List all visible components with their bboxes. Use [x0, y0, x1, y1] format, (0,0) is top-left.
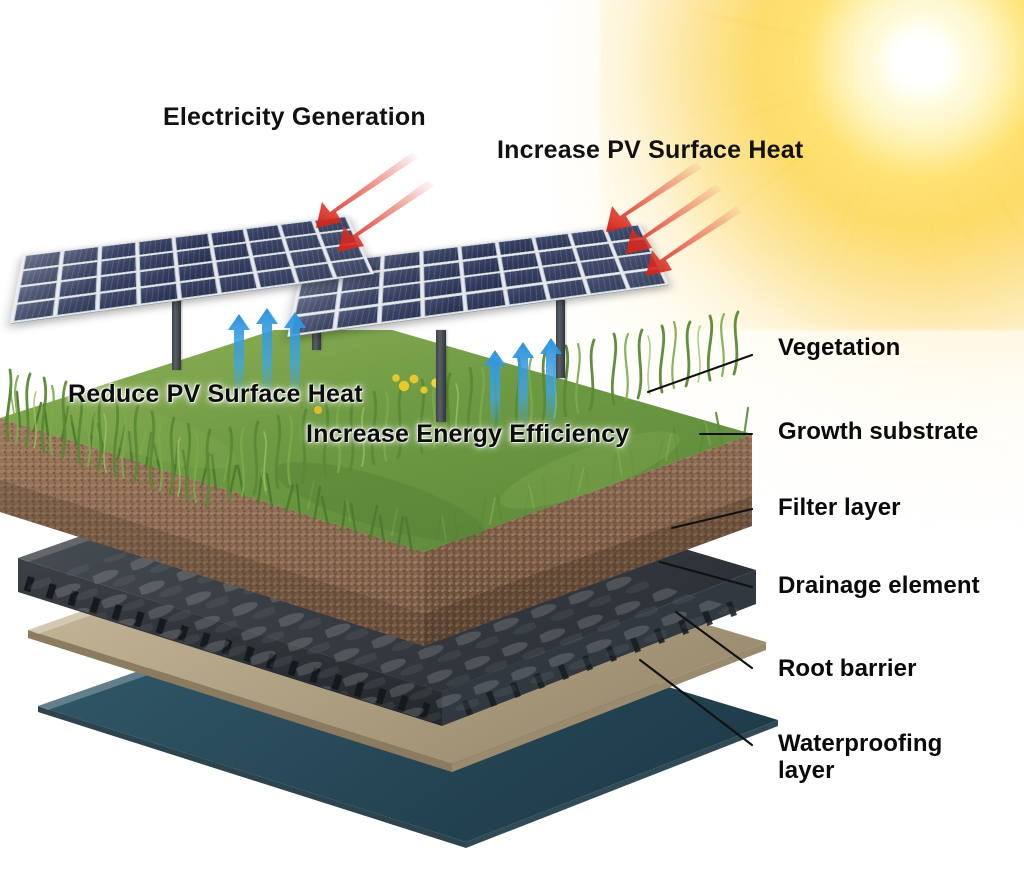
pv-post-right-rear — [556, 300, 565, 378]
leader-line-filter-layer — [670, 507, 754, 530]
grass-fringe — [4, 387, 750, 554]
leader-line-waterproofing-layer — [638, 658, 754, 747]
layer-waterproofing — [38, 594, 778, 848]
pv-post-right-front — [436, 330, 446, 422]
pv-post-left-front — [172, 292, 181, 370]
solar-irradiance-arrow — [606, 162, 702, 232]
layer-label-waterproofing-layer: Waterproofing layer — [778, 730, 943, 784]
layer-root-barrier — [28, 518, 766, 772]
heat-dissipation-arrows-right — [484, 338, 562, 428]
layer-label-drainage-element: Drainage element — [778, 572, 980, 599]
drainage-dimples-right — [462, 600, 737, 717]
heat-dissipation-arrow — [512, 342, 534, 428]
callout-reduce-pv-surface-heat: Reduce PV Surface Heat — [68, 380, 363, 408]
layer-label-root-barrier: Root barrier — [778, 655, 917, 682]
callout-electricity-generation: Electricity Generation — [163, 103, 426, 131]
drainage-dimples — [23, 576, 431, 719]
layer-stack — [0, 330, 778, 848]
leader-line-vegetation — [646, 353, 754, 394]
leader-line-drainage-element — [658, 560, 754, 589]
callout-increase-pv-surface-heat: Increase PV Surface Heat — [497, 136, 804, 164]
leader-line-root-barrier — [674, 610, 754, 670]
callout-increase-energy-efficiency: Increase Energy Efficiency — [306, 420, 630, 448]
layer-label-vegetation: Vegetation — [778, 334, 901, 361]
layer-label-growth-substrate: Growth substrate — [778, 418, 979, 445]
heat-dissipation-arrow — [484, 350, 506, 428]
sun-icon — [868, 8, 974, 114]
layer-label-filter-layer: Filter layer — [778, 494, 901, 521]
layer-drainage-element — [18, 446, 756, 726]
